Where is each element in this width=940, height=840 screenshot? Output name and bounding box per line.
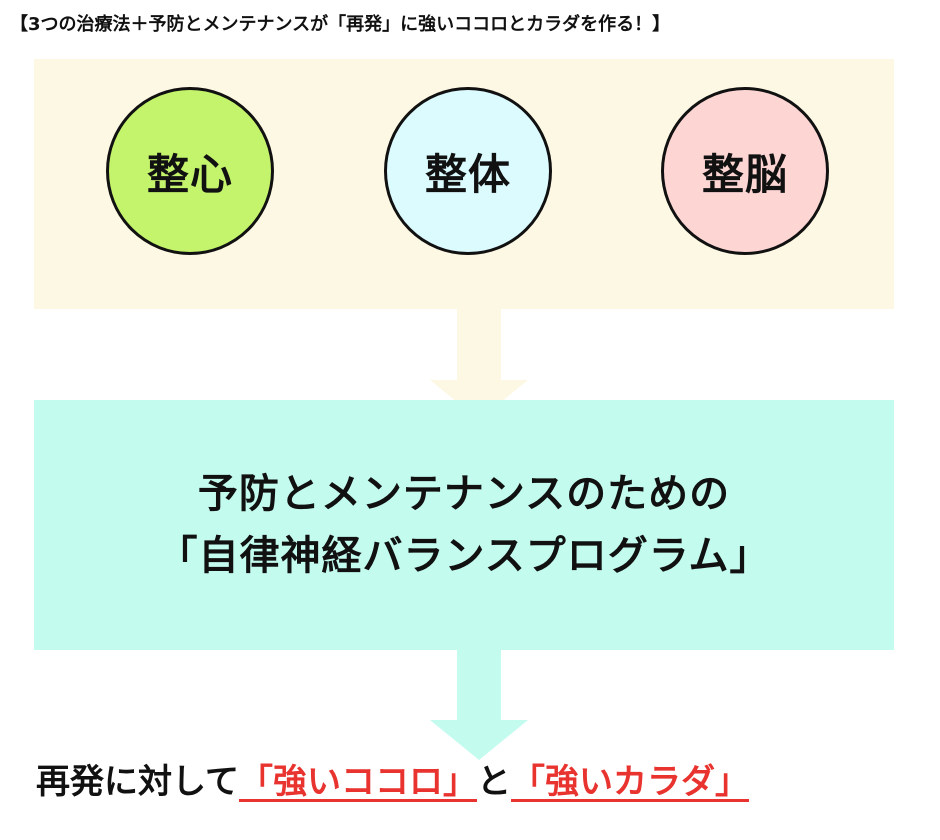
program-panel: 予防とメンテナンスのための 「自律神経バランスプログラム」 xyxy=(34,400,894,650)
down-arrow-shape-bottom xyxy=(430,640,528,760)
treatment-circle-seinou: 整脳 xyxy=(661,87,829,255)
treatment-circle-seishin: 整心 xyxy=(106,87,274,255)
result-highlight-body: 「強いカラダ」 xyxy=(510,762,749,802)
result-statement: 再発に対して「強いココロ」と「強いカラダ」 xyxy=(36,752,916,812)
result-highlight-mind: 「強いココロ」 xyxy=(238,762,477,802)
program-line-1: 予防とメンテナンスのための xyxy=(197,471,731,517)
down-arrow-shape-top xyxy=(430,300,528,420)
down-arrow-icon xyxy=(430,300,528,420)
treatment-panel: 整心 整体 整脳 xyxy=(34,59,894,309)
treatment-circle-seitai: 整体 xyxy=(384,87,552,255)
result-connector: と xyxy=(476,762,511,802)
result-prefix: 再発に対して xyxy=(36,762,239,802)
down-arrow-icon xyxy=(430,640,528,760)
diagram-heading: 【3つの治療法＋予防とメンテナンスが「再発」に強いココロとカラダを作る！】 xyxy=(10,14,671,35)
program-line-2: 「自律神経バランスプログラム」 xyxy=(157,533,771,579)
